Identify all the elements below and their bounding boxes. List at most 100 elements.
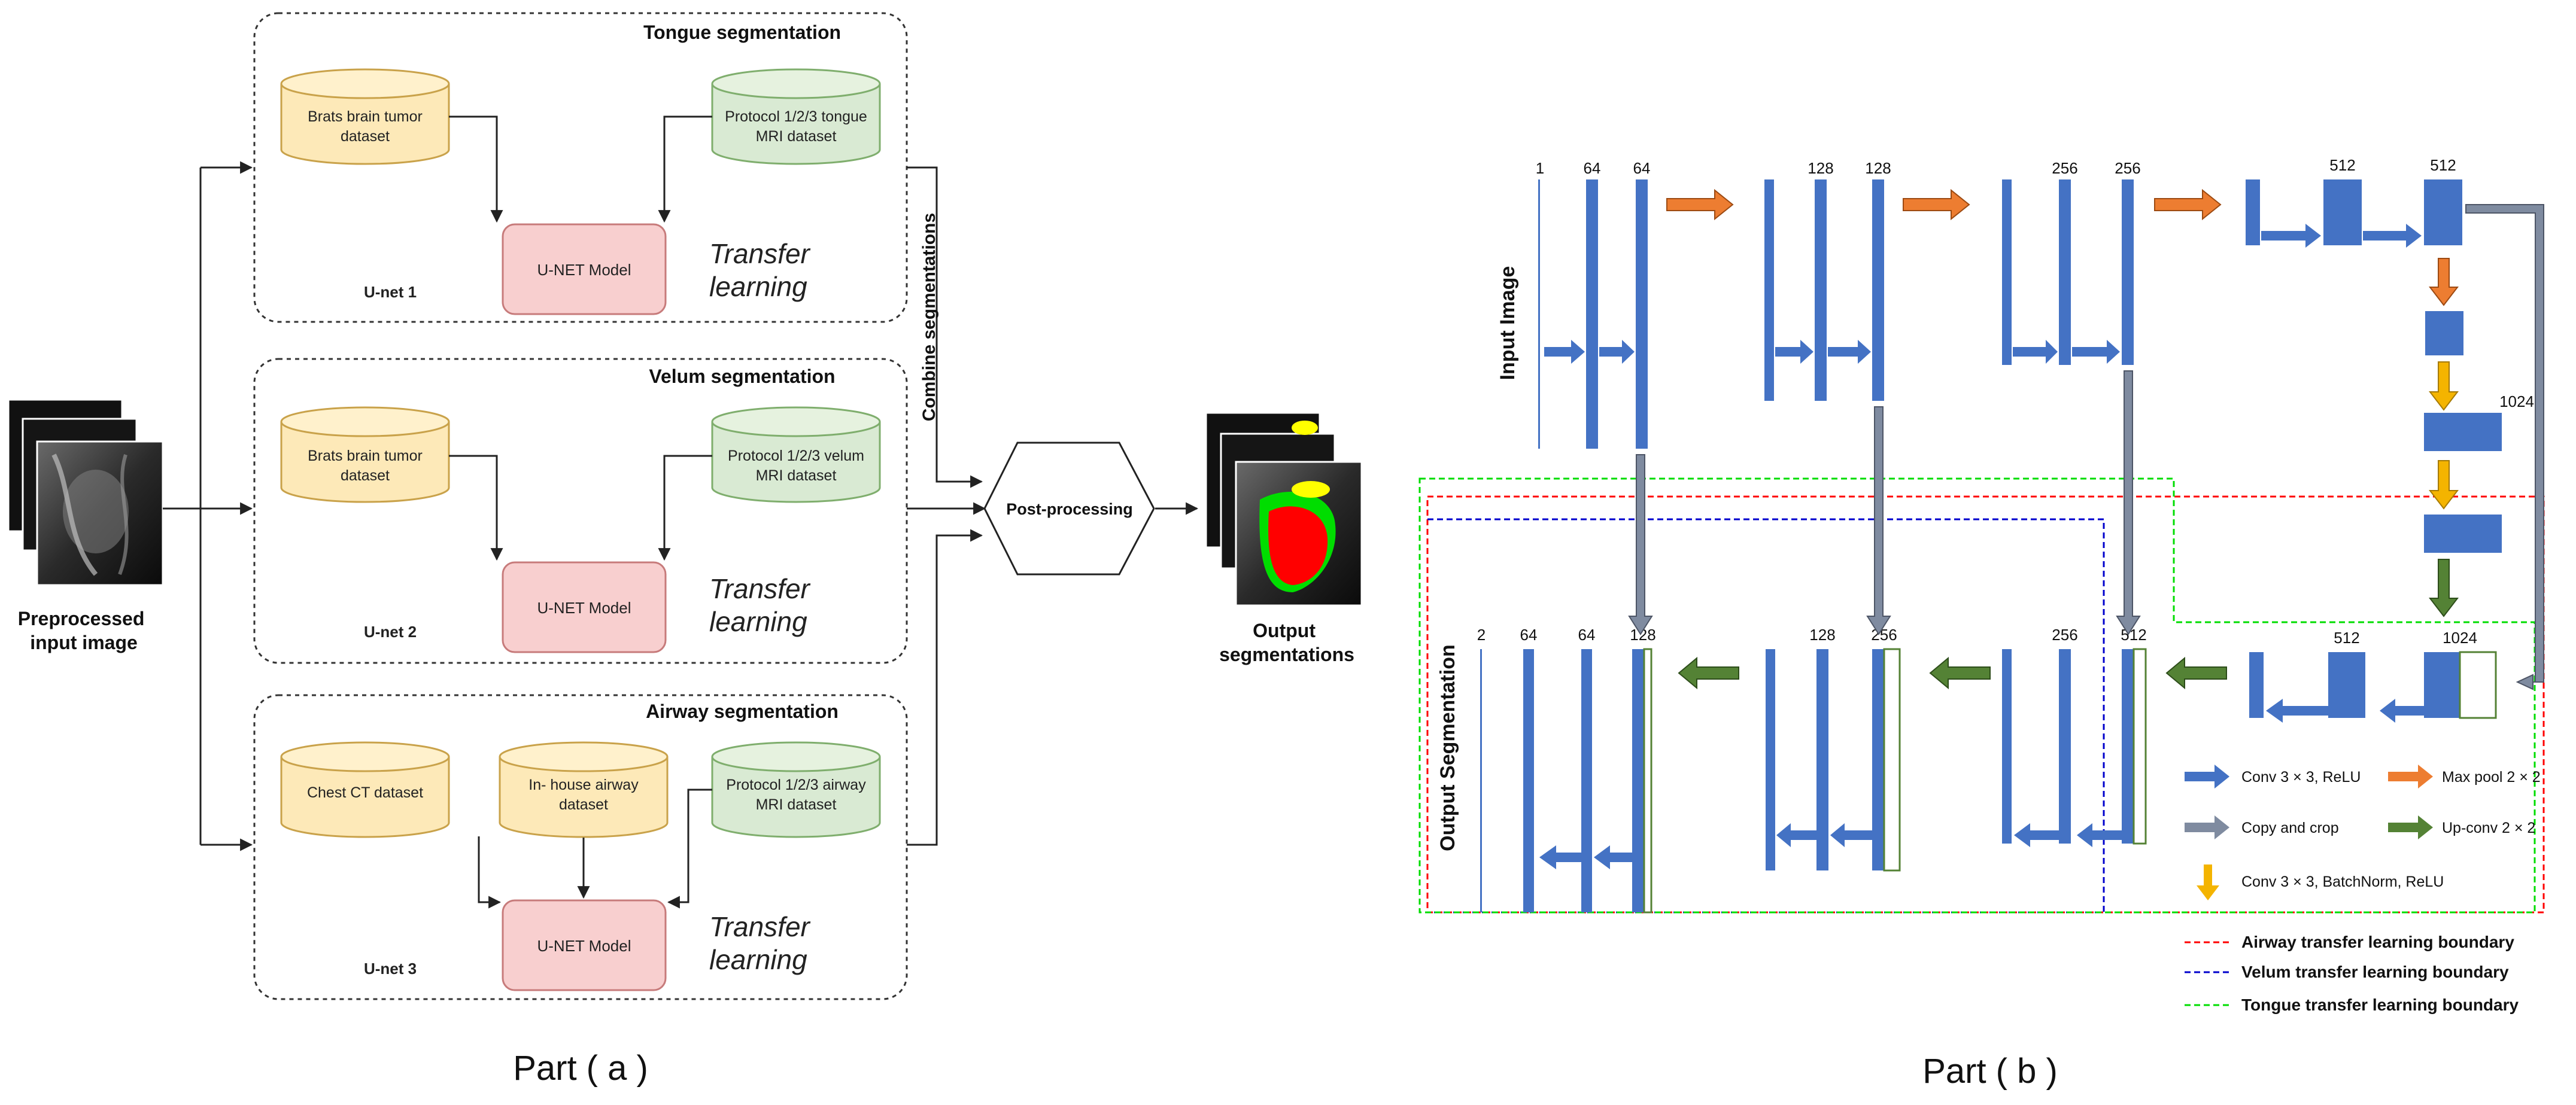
conv-bn-arrows xyxy=(2428,361,2459,510)
svg-text:Max pool 2 × 2: Max pool 2 × 2 xyxy=(2442,769,2541,786)
dec-4b xyxy=(2328,652,2365,718)
velum-unet-model xyxy=(502,561,667,653)
dec-2a-copy xyxy=(1883,648,1901,872)
svg-text:64: 64 xyxy=(1633,159,1651,177)
legend: Conv 3 × 3, ReLU Max pool 2 × 2 Copy and… xyxy=(2185,765,2541,1014)
dec-2a xyxy=(1872,649,1884,870)
svg-text:128: 128 xyxy=(1808,159,1833,177)
legend-copy: Copy and crop xyxy=(2185,815,2339,839)
postprocess-label: Post-processing xyxy=(1006,500,1133,518)
enc-4-in xyxy=(2246,179,2260,245)
conv-arrows xyxy=(1539,224,2424,869)
svg-text:Copy and crop: Copy and crop xyxy=(2241,820,2339,836)
legend-conv: Conv 3 × 3, ReLU xyxy=(2185,765,2361,789)
combine-arrows xyxy=(907,166,1199,846)
dec-4a xyxy=(2424,652,2460,718)
enc-2a xyxy=(1815,179,1827,401)
dec-1a xyxy=(1632,649,1644,912)
velum-net-label: U-net 2 xyxy=(364,623,417,641)
dec-2c xyxy=(1766,649,1775,870)
legend-airway: Airway transfer learning boundary xyxy=(2185,933,2514,951)
tongue-model-label: U-NET Model xyxy=(537,261,631,279)
upconv-arrows xyxy=(1678,559,2459,690)
maxpool-arrows xyxy=(1666,188,2459,306)
input-image-stack xyxy=(7,398,164,586)
airway-group: Airway segmentation Chest CT dataset In-… xyxy=(253,694,908,1000)
svg-text:64: 64 xyxy=(1578,626,1596,644)
svg-text:512: 512 xyxy=(2334,629,2359,647)
part-a: Preprocessed input image Tongue segmenta… xyxy=(7,12,1363,1088)
part-b-caption: Part ( b ) xyxy=(1922,1052,2058,1091)
svg-text:512: 512 xyxy=(2329,156,2355,174)
channel-labels-top: 1 64 64 128 128 256 256 512 512 1024 xyxy=(1536,156,2534,410)
dec-2b xyxy=(1816,649,1828,870)
dec-4c xyxy=(2249,652,2264,718)
svg-text:1024: 1024 xyxy=(2499,392,2534,410)
dec-3a-copy xyxy=(2133,648,2147,845)
svg-text:Velum transfer learning bounda: Velum transfer learning boundary xyxy=(2241,963,2509,981)
combine-label: Combine segmentations xyxy=(919,213,939,421)
svg-text:256: 256 xyxy=(2115,159,2140,177)
velum-group-box xyxy=(253,358,908,664)
copy-crop-arrows xyxy=(1628,204,2544,690)
svg-text:Tongue transfer learning bound: Tongue transfer learning boundary xyxy=(2241,996,2519,1014)
enc-4a xyxy=(2323,179,2362,245)
enc-3b xyxy=(2122,179,2134,365)
svg-text:Airway transfer learning bound: Airway transfer learning boundary xyxy=(2241,933,2514,951)
tongue-group-title: Tongue segmentation xyxy=(643,22,841,43)
input-image-label: Input Image xyxy=(1496,266,1519,380)
input-label: Preprocessed input image xyxy=(18,608,150,653)
bottom-a xyxy=(2424,413,2502,451)
svg-text:128: 128 xyxy=(1809,626,1835,644)
airway-unet-model xyxy=(502,899,667,991)
tongue-unet-model xyxy=(502,223,667,315)
bottom-b xyxy=(2424,515,2502,553)
bottom-in xyxy=(2425,311,2463,355)
svg-text:Conv 3 × 3, ReLU: Conv 3 × 3, ReLU xyxy=(2241,769,2361,786)
output-line xyxy=(1480,649,1482,912)
svg-text:64: 64 xyxy=(1584,159,1601,177)
velum-arrows xyxy=(449,455,712,561)
enc-1a xyxy=(1586,179,1598,449)
airway-net-label: U-net 3 xyxy=(364,960,417,978)
input-line xyxy=(1538,179,1540,449)
legend-tongue: Tongue transfer learning boundary xyxy=(2185,996,2519,1014)
tongue-net-label: U-net 1 xyxy=(364,283,417,301)
legend-maxpool: Max pool 2 × 2 xyxy=(2388,765,2541,789)
velum-group-title: Velum segmentation xyxy=(649,366,835,387)
enc-4b xyxy=(2424,179,2462,245)
output-segmentation-stack xyxy=(1205,412,1363,607)
legend-velum: Velum transfer learning boundary xyxy=(2185,963,2509,981)
airway-arrows xyxy=(478,789,712,909)
dec-1c xyxy=(1523,649,1534,912)
legend-conv-bn: Conv 3 × 3, BatchNorm, ReLU xyxy=(2197,864,2444,900)
postprocess-node xyxy=(983,442,1155,576)
svg-text:128: 128 xyxy=(1865,159,1891,177)
svg-text:2: 2 xyxy=(1477,626,1486,644)
part-b: Input Image Output Segmentation xyxy=(1418,156,2545,1091)
output-label: Output segmentations xyxy=(1219,620,1354,665)
svg-text:Conv 3 × 3, BatchNorm, ReLU: Conv 3 × 3, BatchNorm, ReLU xyxy=(2241,873,2444,890)
tongue-arrows xyxy=(449,115,712,223)
enc-1b xyxy=(1636,179,1648,449)
airway-model-label: U-NET Model xyxy=(537,937,631,955)
svg-text:1024: 1024 xyxy=(2443,629,2477,647)
dec-1a-copy xyxy=(1643,648,1652,914)
enc-3a xyxy=(2059,179,2071,365)
dec-3a xyxy=(2122,649,2134,844)
